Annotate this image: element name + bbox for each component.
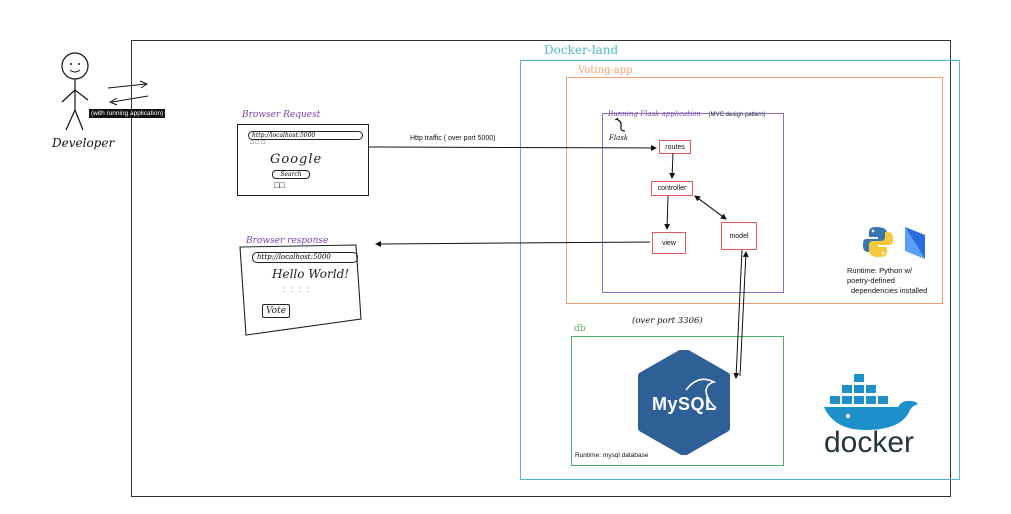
runtime-python-line1: Runtime: Python w/ — [847, 266, 913, 275]
request-url: http://localhost:5000 — [252, 132, 316, 139]
stick-figure-icon — [61, 52, 89, 131]
outer-frame — [131, 40, 951, 497]
runtime-python: Runtime: Python w/ poetry-defined depend… — [847, 266, 927, 296]
runtime-python-line2: poetry-defined — [847, 276, 895, 285]
runtime-python-line3: dependencies installed — [851, 286, 928, 295]
docker-land-box — [520, 60, 960, 480]
response-url-bar: http://localhost:5000 — [252, 252, 358, 263]
flask-icon — [614, 117, 626, 132]
mysql-logo-text: MySQL — [652, 394, 717, 414]
search-buttons-sketch: □□ — [274, 180, 285, 190]
request-search-box: Search — [272, 170, 310, 179]
voting-app-box — [566, 77, 943, 304]
voting-app-title: Voting-app — [578, 65, 633, 76]
flask-logo-text: Flask — [609, 134, 629, 142]
mvc-pattern: (MVC design pattern) — [708, 112, 766, 118]
http-traffic-label: Http traffic ( over port 5000) — [410, 135, 496, 142]
browser-response-window — [239, 244, 362, 336]
developer-label: Developer — [52, 136, 115, 150]
response-options-sketch: :::: — [283, 285, 316, 294]
developer-arrows — [107, 80, 149, 106]
request-search: Search — [280, 171, 302, 178]
flask-box — [602, 113, 784, 293]
developer-note: (with running application) — [89, 109, 166, 118]
browser-request-window: http://localhost:5000 □□□ Google Search … — [237, 124, 369, 196]
browser-request-title: Browser Request — [242, 110, 321, 120]
routes-box: routes — [659, 140, 691, 154]
view-box: view — [652, 232, 686, 254]
docker-logo-text: docker — [824, 426, 915, 459]
db-box — [571, 336, 784, 466]
nav-buttons-sketch: □□□ — [250, 140, 267, 146]
db-port: (over port 3306) — [632, 316, 703, 326]
db-title: db — [574, 324, 586, 334]
python-icon — [863, 227, 893, 257]
response-hello: Hello World! — [272, 267, 350, 281]
response-url: http://localhost:5000 — [257, 253, 331, 261]
request-google: Google — [270, 152, 323, 167]
controller-box: controller — [651, 181, 693, 196]
flask-title: Running Flask application — [608, 110, 702, 118]
db-runtime: Runtime: mysql database — [575, 452, 649, 459]
browser-response-title: Browser response — [246, 236, 329, 246]
poetry-icon — [905, 227, 925, 259]
mysql-dolphin-icon — [638, 350, 730, 455]
docker-whale-icon — [824, 374, 918, 430]
request-url-bar: http://localhost:5000 — [248, 131, 363, 140]
response-vote-button: Vote — [262, 304, 291, 318]
model-box: model — [721, 222, 757, 250]
flask-title-row: Running Flask application (MVC design pa… — [608, 103, 766, 121]
docker-land-title: Docker-land — [544, 43, 619, 57]
